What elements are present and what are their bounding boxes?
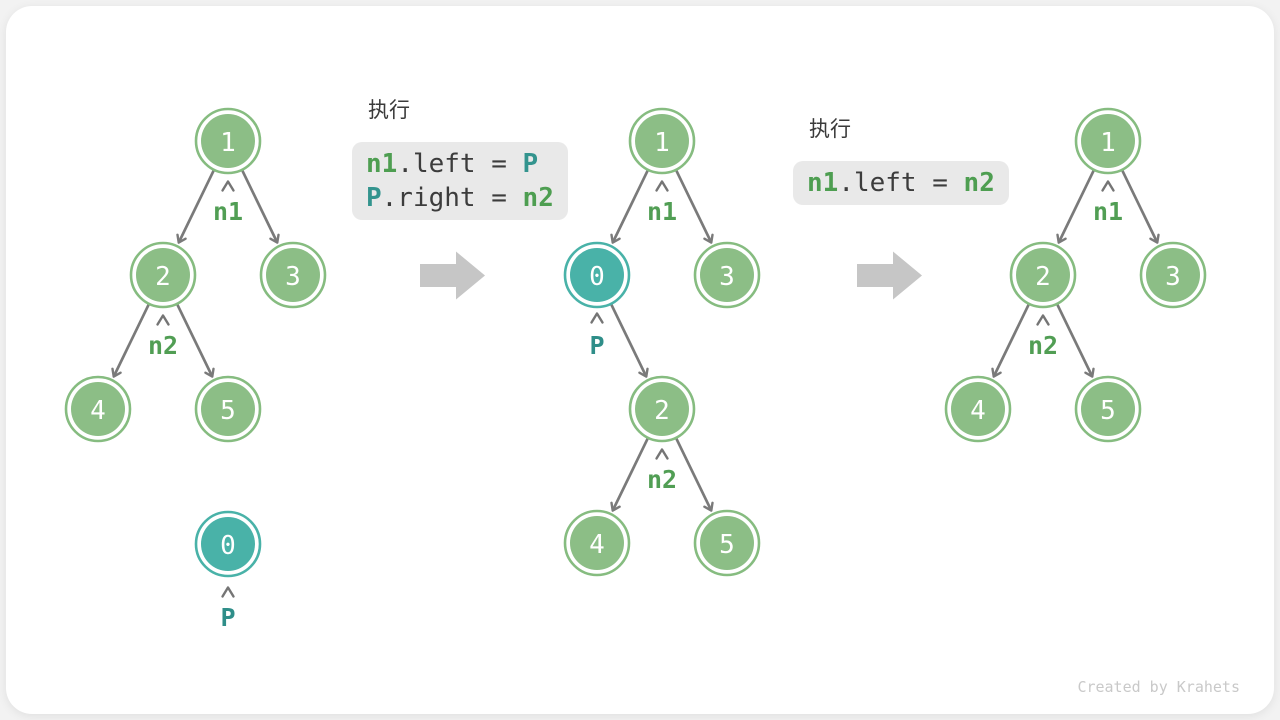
tree-after: n1 n2 1 2 3 4 5 (944, 107, 1207, 443)
pointer-caret-icon (1101, 180, 1115, 192)
code-block-step2: 执行 n1.left = n2 (793, 117, 1009, 205)
tree-edge (176, 304, 215, 378)
pointer-label-n1: n1 (647, 197, 677, 226)
code-box: n1.left = P P.right = n2 (352, 142, 568, 220)
tree-node-3: 3 (259, 241, 327, 309)
tree-edge (1056, 170, 1095, 244)
node-value: 4 (90, 396, 106, 426)
tree-node-5: 5 (194, 375, 262, 443)
tree-node-4: 4 (64, 375, 132, 443)
pointer-label-n2: n2 (647, 465, 677, 494)
code-var-p: P (522, 149, 539, 179)
tree-node-1: 1 (628, 107, 696, 175)
code-block-step1: 执行 n1.left = P P.right = n2 (352, 98, 568, 220)
pointer-caret-icon (590, 312, 604, 324)
tree-edge (241, 170, 280, 244)
tree-edge (675, 438, 714, 512)
code-var-n1: n1 (366, 149, 398, 179)
node-value: 1 (654, 128, 670, 158)
node-value: 5 (1100, 396, 1116, 426)
tree-edge (1056, 304, 1095, 378)
code-title: 执行 (368, 98, 410, 122)
tree-node-4: 4 (944, 375, 1012, 443)
tree-edge (111, 304, 150, 378)
tree-edge (610, 304, 649, 378)
transition-arrow-icon (420, 251, 485, 300)
tree-node-1: 1 (194, 107, 262, 175)
code-line: n1.left = n2 (807, 166, 995, 200)
code-text: .left = (838, 168, 964, 198)
node-value: 1 (220, 128, 236, 158)
pointer-label-n2: n2 (148, 331, 178, 360)
code-text: .right = (381, 183, 523, 213)
tree-node-0: 0 (194, 510, 262, 578)
node-value: 4 (589, 530, 605, 560)
code-text: .left = (397, 149, 523, 179)
transition-arrow-icon (857, 251, 922, 300)
pointer-caret-icon (221, 586, 235, 598)
node-value: 5 (719, 530, 735, 560)
pointer-caret-icon (1036, 314, 1050, 326)
tree-node-2: 2 (628, 375, 696, 443)
pointer-label-n1: n1 (213, 197, 243, 226)
tree-node-3: 3 (1139, 241, 1207, 309)
node-value: 2 (654, 396, 670, 426)
code-line: n1.left = P (366, 147, 554, 181)
node-value: 3 (719, 262, 735, 292)
tree-node-3: 3 (693, 241, 761, 309)
pointer-label-n1: n1 (1093, 197, 1123, 226)
code-line: P.right = n2 (366, 181, 554, 215)
tree-node-0: 0 (563, 241, 631, 309)
code-box: n1.left = n2 (793, 161, 1009, 205)
tree-node-4: 4 (563, 509, 631, 577)
code-var-n2: n2 (522, 183, 554, 213)
code-var-n2: n2 (963, 168, 995, 198)
pointer-caret-icon (156, 314, 170, 326)
pointer-caret-icon (655, 180, 669, 192)
tree-node-1: 1 (1074, 107, 1142, 175)
node-value: 3 (285, 262, 301, 292)
pointer-caret-icon (655, 448, 669, 460)
pointer-label-n2: n2 (1028, 331, 1058, 360)
tree-edge (991, 304, 1030, 378)
node-value: 2 (155, 262, 171, 292)
tree-node-2: 2 (1009, 241, 1077, 309)
node-value: 4 (970, 396, 986, 426)
pointer-caret-icon (221, 180, 235, 192)
node-value: 0 (589, 262, 605, 292)
tree-edge (675, 170, 714, 244)
node-value: 0 (220, 531, 236, 561)
tree-edge (176, 170, 215, 244)
tree-node-5: 5 (693, 509, 761, 577)
code-var-n1: n1 (807, 168, 839, 198)
tree-edge (610, 438, 649, 512)
tree-node-5: 5 (1074, 375, 1142, 443)
watermark: Created by Krahets (1077, 678, 1240, 696)
tree-edge (610, 170, 649, 244)
tree-before: n1 n2P 1 2 3 4 5 0 (64, 107, 327, 632)
code-title: 执行 (809, 117, 851, 141)
node-value: 5 (220, 396, 236, 426)
node-value: 3 (1165, 262, 1181, 292)
pointer-label-P: P (220, 603, 235, 632)
pointer-label-P: P (589, 331, 604, 360)
node-value: 2 (1035, 262, 1051, 292)
tree-node-2: 2 (129, 241, 197, 309)
code-var-p: P (366, 183, 382, 213)
tree-edge (1121, 170, 1160, 244)
node-value: 1 (1100, 128, 1116, 158)
